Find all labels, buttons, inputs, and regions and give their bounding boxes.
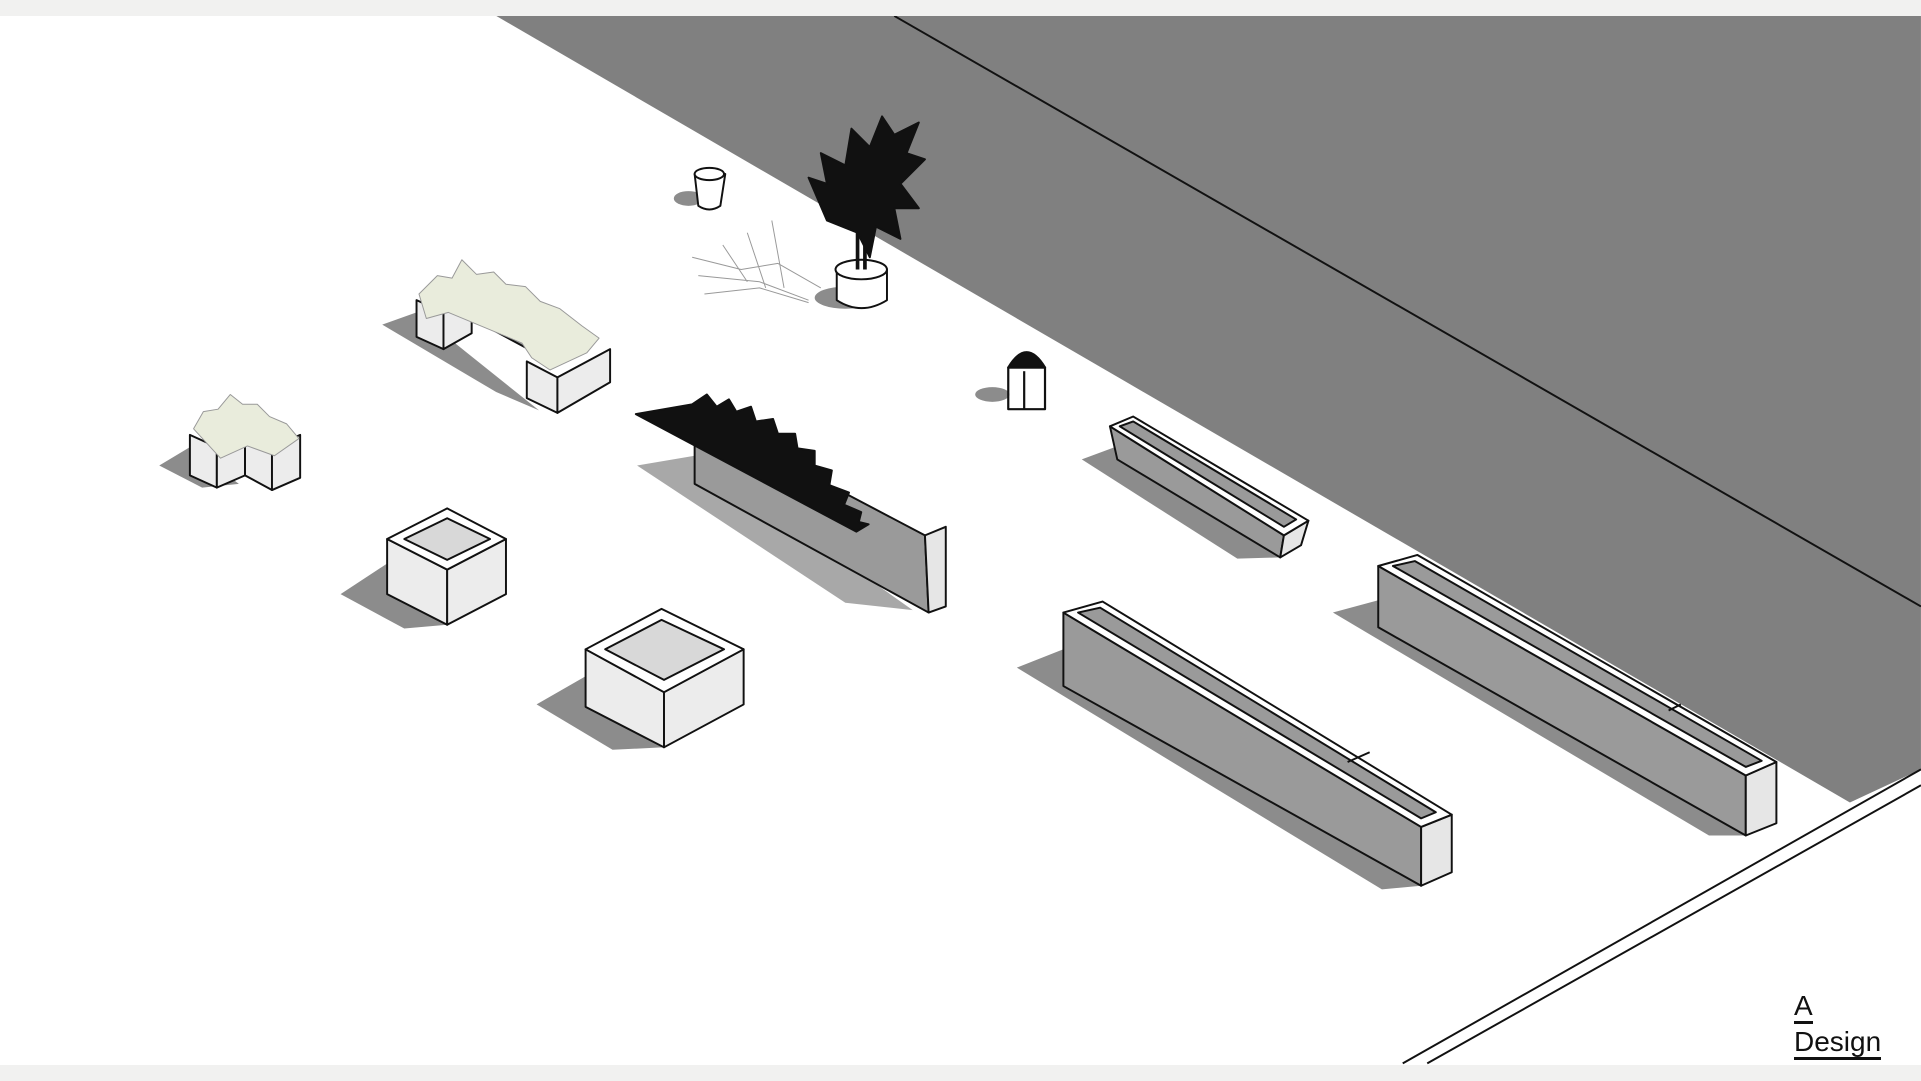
grass-shadow (692, 220, 822, 304)
paving-line (893, 15, 1921, 608)
l-shaped-planter (382, 259, 612, 414)
bottom-frame (0, 1065, 1921, 1081)
hedge-planter (634, 393, 947, 614)
top-frame (0, 0, 1921, 16)
curb-line-inner (1426, 784, 1921, 1065)
double-planter (159, 393, 302, 492)
long-planter-a (1016, 600, 1453, 890)
logo-line-2: Design (1794, 1027, 1882, 1060)
logo-line-1: A (1794, 991, 1813, 1024)
trough-planter (1081, 415, 1310, 559)
curb-line-outer (1402, 768, 1921, 1065)
a-design-logo: A Design (1794, 988, 1882, 1060)
square-planter-large (536, 607, 745, 750)
lantern (975, 351, 1047, 411)
potted-tree (807, 115, 926, 310)
long-planter-b (1332, 553, 1778, 837)
square-planter-small (340, 507, 507, 629)
waste-bin (673, 166, 727, 211)
